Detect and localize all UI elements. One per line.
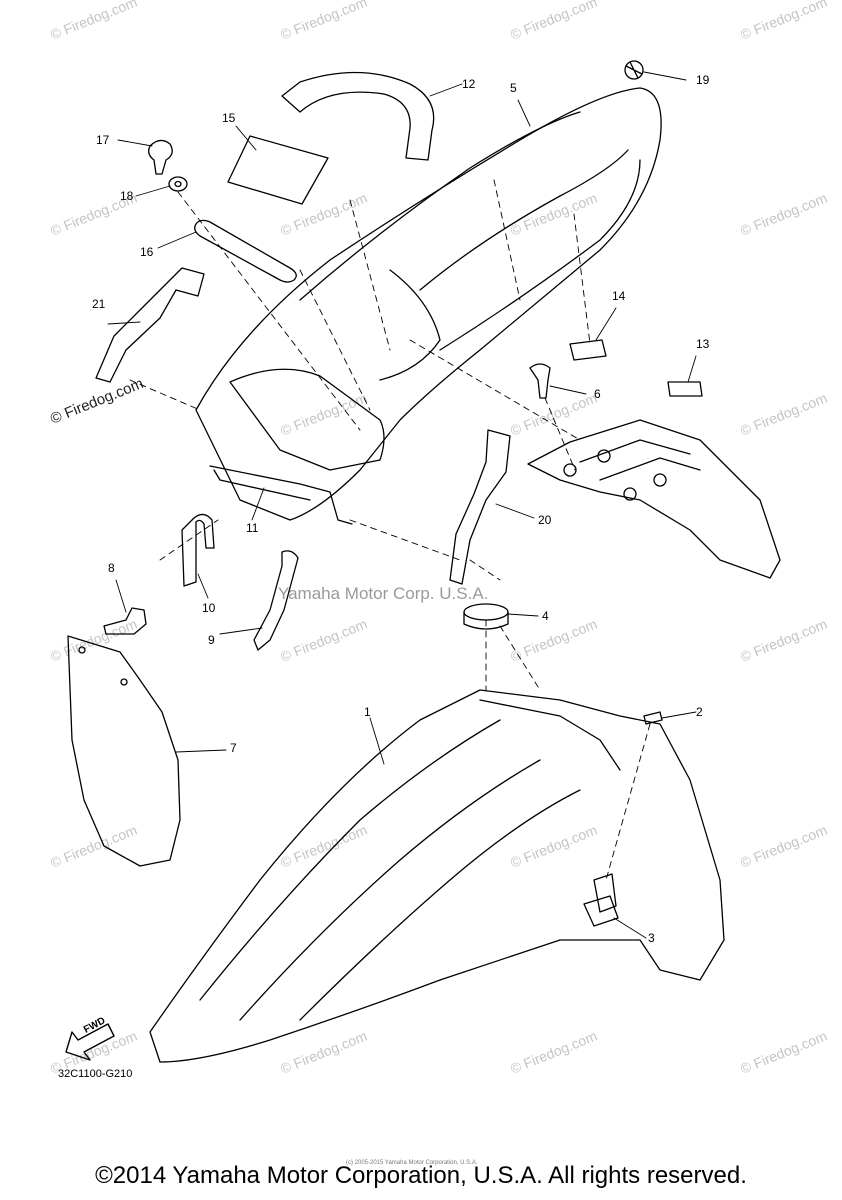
callout-2: 2 [696, 705, 703, 719]
part-11-bracket [209, 465, 353, 525]
callout-8: 8 [108, 561, 115, 575]
part-5-rear-fender [195, 87, 662, 521]
part-8-bolt [103, 607, 147, 635]
callout-17: 17 [96, 133, 110, 147]
part-17-bolt [148, 139, 173, 175]
callout-14: 14 [612, 289, 626, 303]
callout-7: 7 [230, 741, 237, 755]
part-3-bolt [583, 873, 619, 927]
rear-tail-bracket [527, 419, 781, 579]
callout-13: 13 [696, 337, 710, 351]
callout-15: 15 [222, 111, 236, 125]
part-4-grommet [463, 603, 509, 621]
part-1-front-fender [149, 689, 725, 1063]
part-20-panel [449, 429, 511, 585]
callout-5: 5 [510, 81, 517, 95]
callout-4: 4 [542, 609, 549, 623]
callout-11: 11 [246, 521, 259, 535]
part-7-mudguard [67, 635, 181, 867]
diagram-code: 32C1100-G210 [58, 1068, 133, 1080]
callout-10: 10 [202, 601, 216, 615]
part-13-sticker [667, 381, 703, 397]
callout-20: 20 [538, 513, 552, 527]
part-10-clip [181, 513, 215, 587]
copyright-footer: ©2014 Yamaha Motor Corporation, U.S.A. A… [95, 1162, 747, 1189]
yamaha-watermark: Yamaha Motor Corp. U.S.A. [278, 584, 489, 603]
part-18-washer [168, 176, 188, 192]
callout-6: 6 [594, 387, 601, 401]
part-15-sticker [227, 135, 329, 205]
part-21-panel [95, 267, 205, 383]
callout-12: 12 [462, 77, 476, 91]
part-9-clip [253, 550, 299, 651]
part-19-clip [624, 60, 644, 80]
callout-9: 9 [208, 633, 215, 647]
callout-1: 1 [364, 705, 371, 719]
part-14-sticker [569, 339, 607, 361]
callout-18: 18 [120, 189, 134, 203]
callout-21: 21 [92, 297, 106, 311]
callout-16: 16 [140, 245, 154, 259]
part-6-bolt [529, 363, 551, 399]
callout-3: 3 [648, 931, 655, 945]
tiny-copyright: (c) 2005-2015 Yamaha Motor Corporation, … [346, 1160, 478, 1166]
fwd-arrow [65, 1023, 115, 1061]
part-16-band [194, 219, 297, 283]
part-12-strap [281, 71, 435, 161]
callout-19: 19 [696, 73, 710, 87]
